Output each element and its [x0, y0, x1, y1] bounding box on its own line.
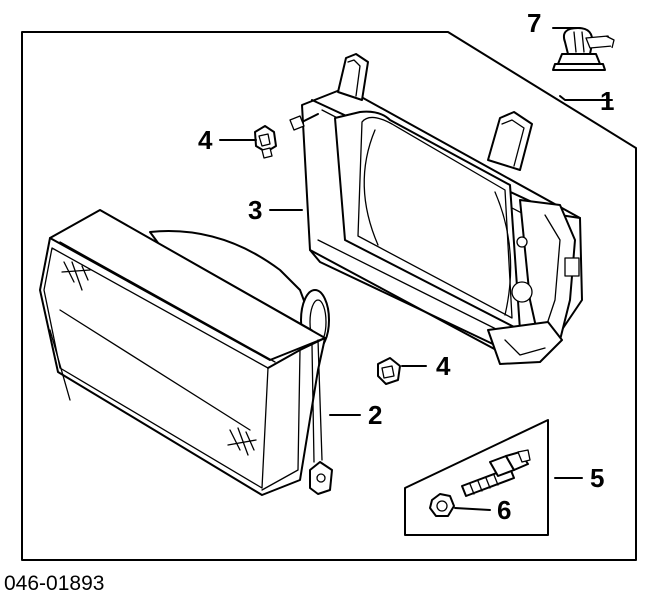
leader-lines: [219, 27, 613, 511]
callout-3: 3: [248, 195, 262, 225]
nut-part-6: [429, 493, 455, 517]
mounting-bracket-part-3: [289, 53, 583, 365]
callout-5: 5: [590, 463, 604, 493]
part-number: 046-01893: [4, 572, 104, 595]
callout-4-mid: 4: [436, 351, 451, 381]
clip-nut-top-part-4: [254, 125, 277, 159]
headlamp-housing-part-2: [39, 209, 333, 496]
callout-7: 7: [527, 8, 541, 38]
clip-nut-mid-part-4: [377, 357, 401, 385]
assembly-border: [21, 31, 637, 561]
callout-2: 2: [368, 400, 382, 430]
adjuster-screw-part-5: [461, 449, 531, 497]
bulb-part-7: [552, 27, 615, 71]
callout-4-top: 4: [198, 125, 213, 155]
callout-6: 6: [497, 495, 511, 525]
callout-1: 1: [600, 86, 614, 116]
adjuster-inset-box: [404, 419, 549, 536]
